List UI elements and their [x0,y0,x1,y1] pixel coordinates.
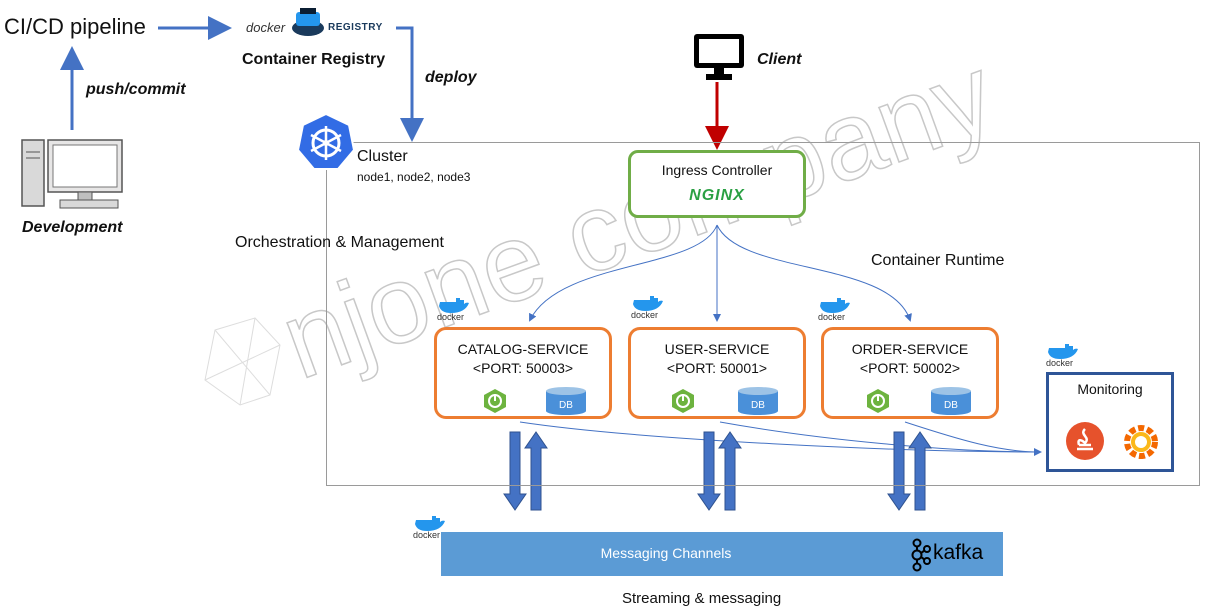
docker-whale-icon [1048,344,1078,359]
ingress-controller-title: Ingress Controller [661,162,773,178]
registry-logo-registry-text: REGISTRY [328,22,383,33]
docker-label: docker [818,312,846,322]
service-port: <PORT: 50001> [666,360,768,376]
database-icon: DB [738,387,778,415]
docker-registry-logo: docker REGISTRY [246,6,382,46]
registry-whale-icon [292,8,324,36]
docker-whale-icon [439,298,469,313]
catalog-to-monitoring-connector [519,421,1041,453]
db-label: DB [559,400,573,411]
database-icon: DB [546,387,586,415]
docker-whale-icon [415,516,445,531]
docker-label: docker [631,310,659,320]
user-messaging-arrows [697,431,742,511]
db-label: DB [944,400,958,411]
container-runtime-label: Container Runtime [871,252,1005,269]
kubernetes-icon [296,112,356,170]
prometheus-icon [1066,422,1104,460]
orchestration-label: Orchestration & Management [235,234,444,251]
docker-logo-messaging: docker [413,514,447,540]
messaging-channels-title: Messaging Channels [600,545,732,561]
service-port: <PORT: 50003> [472,360,574,376]
container-registry-label: Container Registry [242,51,386,68]
cluster-nodes-label: node1, node2, node3 [357,170,471,184]
docker-logo-monitoring: docker [1046,342,1080,368]
docker-logo-catalog: docker [437,296,471,322]
deploy-label: deploy [425,69,477,86]
catalog-service-box: CATALOG-SERVICE <PORT: 50003> DB [434,327,612,419]
docker-whale-icon [820,298,850,313]
docker-label: docker [437,312,465,322]
order-to-monitoring-connector [904,421,1042,456]
spring-boot-icon [672,389,694,413]
nginx-logo-text: NGINX [689,187,745,204]
docker-logo-user: docker [631,294,665,320]
development-label: Development [22,219,123,236]
development-computer-icon [21,139,123,209]
database-icon: DB [931,387,971,415]
docker-whale-icon [633,296,663,311]
client-label: Client [757,51,802,68]
spring-boot-icon [867,389,889,413]
ingress-to-order-connector [716,224,912,322]
service-name: CATALOG-SERVICE [457,341,589,357]
ingress-controller-box: Ingress Controller NGINX [628,150,806,218]
catalog-messaging-arrows [503,431,548,511]
user-service-box: USER-SERVICE <PORT: 50001> DB [628,327,806,419]
order-messaging-arrows [887,431,932,511]
streaming-messaging-label: Streaming & messaging [622,590,782,607]
monitoring-title: Monitoring [1077,381,1143,397]
registry-logo-docker-text: docker [246,20,286,35]
user-to-monitoring-connector [719,421,1041,453]
watermark-polygon-logo [204,317,281,406]
cicd-pipeline-label: CI/CD pipeline [4,14,146,39]
spring-boot-icon [484,389,506,413]
push-commit-label: push/commit [86,81,186,98]
order-service-box: ORDER-SERVICE <PORT: 50002> DB [821,327,999,419]
service-name: USER-SERVICE [664,341,770,357]
deploy-arrow [396,26,424,142]
monitoring-box: Monitoring [1046,372,1174,472]
messaging-channels-bar: Messaging Channels kafka [441,532,1003,576]
grafana-icon [1124,425,1158,459]
cluster-box [326,142,1200,486]
ingress-to-catalog-connector [529,224,718,322]
cluster-label: Cluster [357,148,408,165]
db-label: DB [751,400,765,411]
service-name: ORDER-SERVICE [851,341,969,357]
kafka-label: kafka [933,541,984,564]
service-port: <PORT: 50002> [859,360,961,376]
docker-logo-order: docker [818,296,852,322]
kafka-icon [911,538,931,572]
docker-label: docker [1046,358,1074,368]
docker-label: docker [413,530,441,540]
client-monitor-icon [694,34,744,80]
